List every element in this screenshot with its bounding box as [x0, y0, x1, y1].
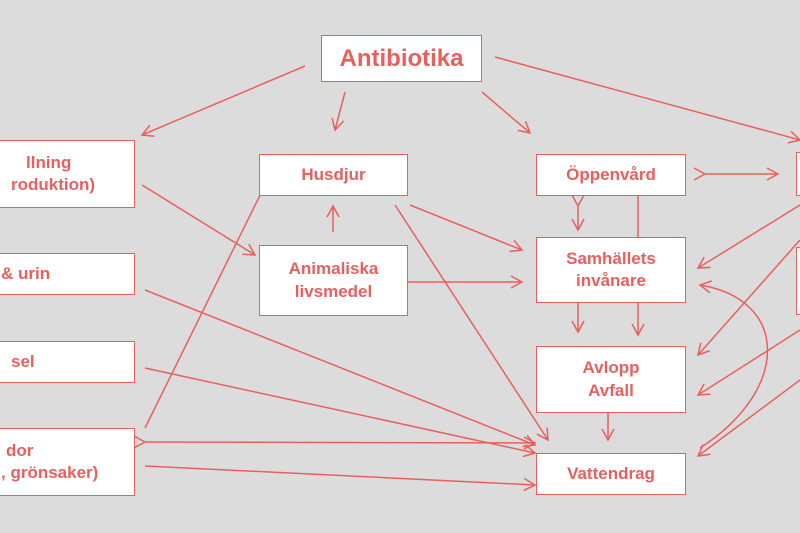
node-husdjur: Husdjur	[259, 154, 408, 196]
arrow-left1-animaliska	[141, 184, 257, 256]
arrow-right-avlopp	[696, 239, 800, 357]
node-left-2: & urin	[0, 253, 135, 295]
arrow-antibiotika-oppenvard	[481, 91, 532, 135]
node-vattendrag-label: Vattendrag	[567, 463, 655, 483]
arrow-husdjur-vattendrag	[394, 204, 549, 442]
node-left-3: sel	[0, 341, 135, 383]
node-husdjur-label: Husdjur	[301, 164, 366, 184]
arrow-right-avlopp-2	[696, 329, 800, 396]
node-left-1: llning roduktion)	[0, 140, 135, 208]
node-samhallets-invanare: Samhällets invånare	[536, 237, 686, 303]
arrow-antibiotika-right	[494, 56, 800, 144]
node-avlopp-avfall: Avlopp Avfall	[536, 346, 686, 413]
node-oppenvard-label: Öppenvård	[566, 164, 656, 184]
arrow-antibiotika-left1	[140, 65, 306, 137]
node-avlopp-line2: Avfall	[588, 380, 634, 400]
node-samhallets-line1: Samhällets	[566, 248, 656, 268]
arrow-vattendrag-samhallets-curve	[698, 280, 769, 449]
arrow-left4-husdjur	[144, 173, 272, 429]
node-left3-label: sel	[11, 351, 35, 371]
arrow-right-vattendrag	[696, 379, 800, 457]
node-animaliska-line2: livsmedel	[294, 281, 373, 301]
node-vattendrag: Vattendrag	[536, 453, 686, 495]
node-antibiotika: Antibiotika	[321, 35, 482, 82]
arrow-husdjur-samhallets	[409, 204, 524, 253]
node-animaliska-line1: Animaliska	[288, 259, 379, 279]
node-left1-line2: roduktion)	[11, 175, 96, 194]
arrow-left4-vattendrag	[133, 435, 537, 450]
node-samhallets-line2: invånare	[576, 271, 646, 290]
node-left1-line1: llning	[26, 152, 72, 172]
arrow-left4-vattendrag-2	[144, 465, 537, 492]
node-right-1	[796, 152, 800, 196]
node-left4-line2: , grönsaker)	[1, 463, 99, 482]
arrow-left3-vattendrag	[144, 367, 537, 458]
node-antibiotika-label: Antibiotika	[339, 44, 464, 72]
arrow-antibiotika-husdjur	[331, 91, 346, 132]
node-left4-line1: dor	[6, 440, 34, 460]
node-right-2	[796, 247, 800, 315]
node-left-4: dor , grönsaker)	[0, 428, 135, 496]
node-left2-label: & urin	[1, 263, 51, 283]
node-oppenvard: Öppenvård	[536, 154, 686, 196]
arrow-right-samhallets	[696, 204, 800, 269]
node-avlopp-line1: Avlopp	[582, 358, 640, 378]
arrow-left2-vattendrag	[144, 289, 537, 448]
node-animaliska-livsmedel: Animaliska livsmedel	[259, 245, 408, 316]
